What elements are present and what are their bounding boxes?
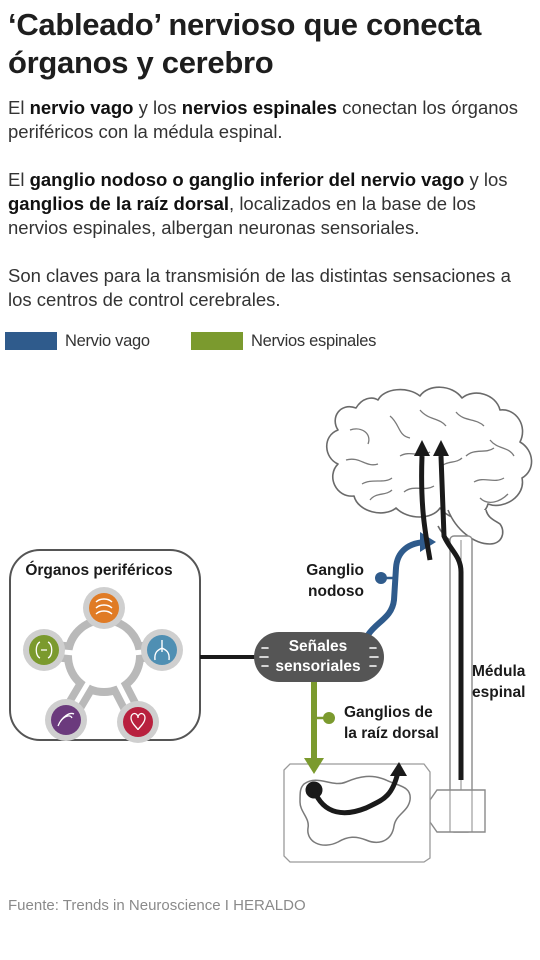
term-ganglio-nodoso: ganglio nodoso o ganglio inferior del ne…: [29, 169, 465, 190]
ganglio-nodoso-label-line1: Ganglio: [306, 562, 364, 579]
senales-label-line1: Señales: [289, 638, 348, 655]
legend-item-nervios-espinales: Nervios espinales: [191, 330, 376, 352]
intro-paragraph: El nervio vago y los nervios espinales c…: [8, 97, 519, 142]
ganglios-raiz-label-line2: la raíz dorsal: [344, 725, 439, 742]
legend-label: Nervios espinales: [251, 331, 377, 350]
ganglia-paragraph: El ganglio nodoso o ganglio inferior del…: [8, 169, 508, 238]
brain-icon: [325, 386, 533, 551]
senales-sensoriales-node: Señales sensoriales: [254, 632, 384, 682]
ganglio-raiz-dot: [323, 712, 335, 724]
kidney-icon: [23, 629, 65, 671]
nervios-espinales-path: [304, 678, 335, 774]
term-nervios-espinales: nervios espinales: [181, 97, 338, 118]
medula-label-line1: Médula: [472, 663, 526, 680]
term-ganglios-raiz-dorsal: ganglios de la raíz dorsal: [8, 193, 230, 214]
legend-swatch-green: [191, 332, 243, 350]
legend-label: Nervio vago: [65, 331, 150, 350]
arrow-up-icon: [433, 440, 449, 456]
legend-swatch-blue: [5, 332, 57, 350]
source-credit: Fuente: Trends in Neuroscience I HERALDO: [8, 897, 306, 914]
medula-label-line2: espinal: [472, 684, 525, 701]
arrow-up-icon: [414, 440, 430, 456]
sensory-pathway-black: [305, 455, 464, 816]
arrow-up-icon: [390, 762, 407, 776]
legend-item-nervio-vago: Nervio vago: [5, 330, 150, 352]
page-title: ‘Cableado’ nervioso que conecta órganos …: [8, 7, 482, 80]
lungs-icon: [141, 629, 183, 671]
senales-label-line2: sensoriales: [275, 658, 360, 675]
function-paragraph: Son claves para la transmisión de las di…: [8, 265, 511, 310]
term-nervio-vago: nervio vago: [29, 97, 134, 118]
ganglio-nodoso-label-line2: nodoso: [308, 583, 364, 600]
stomach-icon: [45, 699, 87, 741]
nerve-diagram: Órganos periféricos Señale: [9, 386, 533, 863]
heart-icon: [117, 701, 159, 743]
intestine-icon: [83, 587, 125, 629]
organos-label: Órganos periféricos: [25, 561, 172, 579]
ganglios-raiz-label-line1: Ganglios de: [344, 704, 433, 721]
ganglio-nodoso-dot: [375, 572, 387, 584]
